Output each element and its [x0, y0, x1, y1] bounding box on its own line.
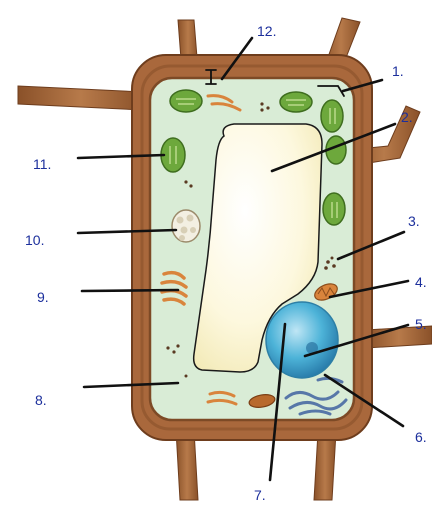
vesicle: [172, 210, 200, 242]
nucleus: [266, 302, 338, 378]
label-6: 6.: [415, 429, 427, 445]
wall-stalk-bottom-right: [314, 432, 336, 500]
label-7: 7.: [254, 487, 266, 503]
label-5: 5.: [415, 316, 427, 332]
chloroplast: [280, 92, 312, 112]
label-9: 9.: [37, 289, 49, 305]
label-3: 3.: [408, 213, 420, 229]
label-10: 10.: [25, 232, 44, 248]
chloroplast: [323, 193, 345, 225]
wall-stalk-left-upper: [18, 86, 144, 110]
leader-line-9: [82, 290, 178, 291]
label-8: 8.: [35, 392, 47, 408]
label-1: 1.: [392, 63, 404, 79]
label-11: 11.: [33, 156, 51, 172]
chloroplast: [321, 100, 343, 132]
label-12: 12.: [257, 23, 276, 39]
chloroplast: [170, 90, 202, 112]
label-4: 4.: [415, 274, 427, 290]
label-2: 2.: [401, 109, 413, 125]
